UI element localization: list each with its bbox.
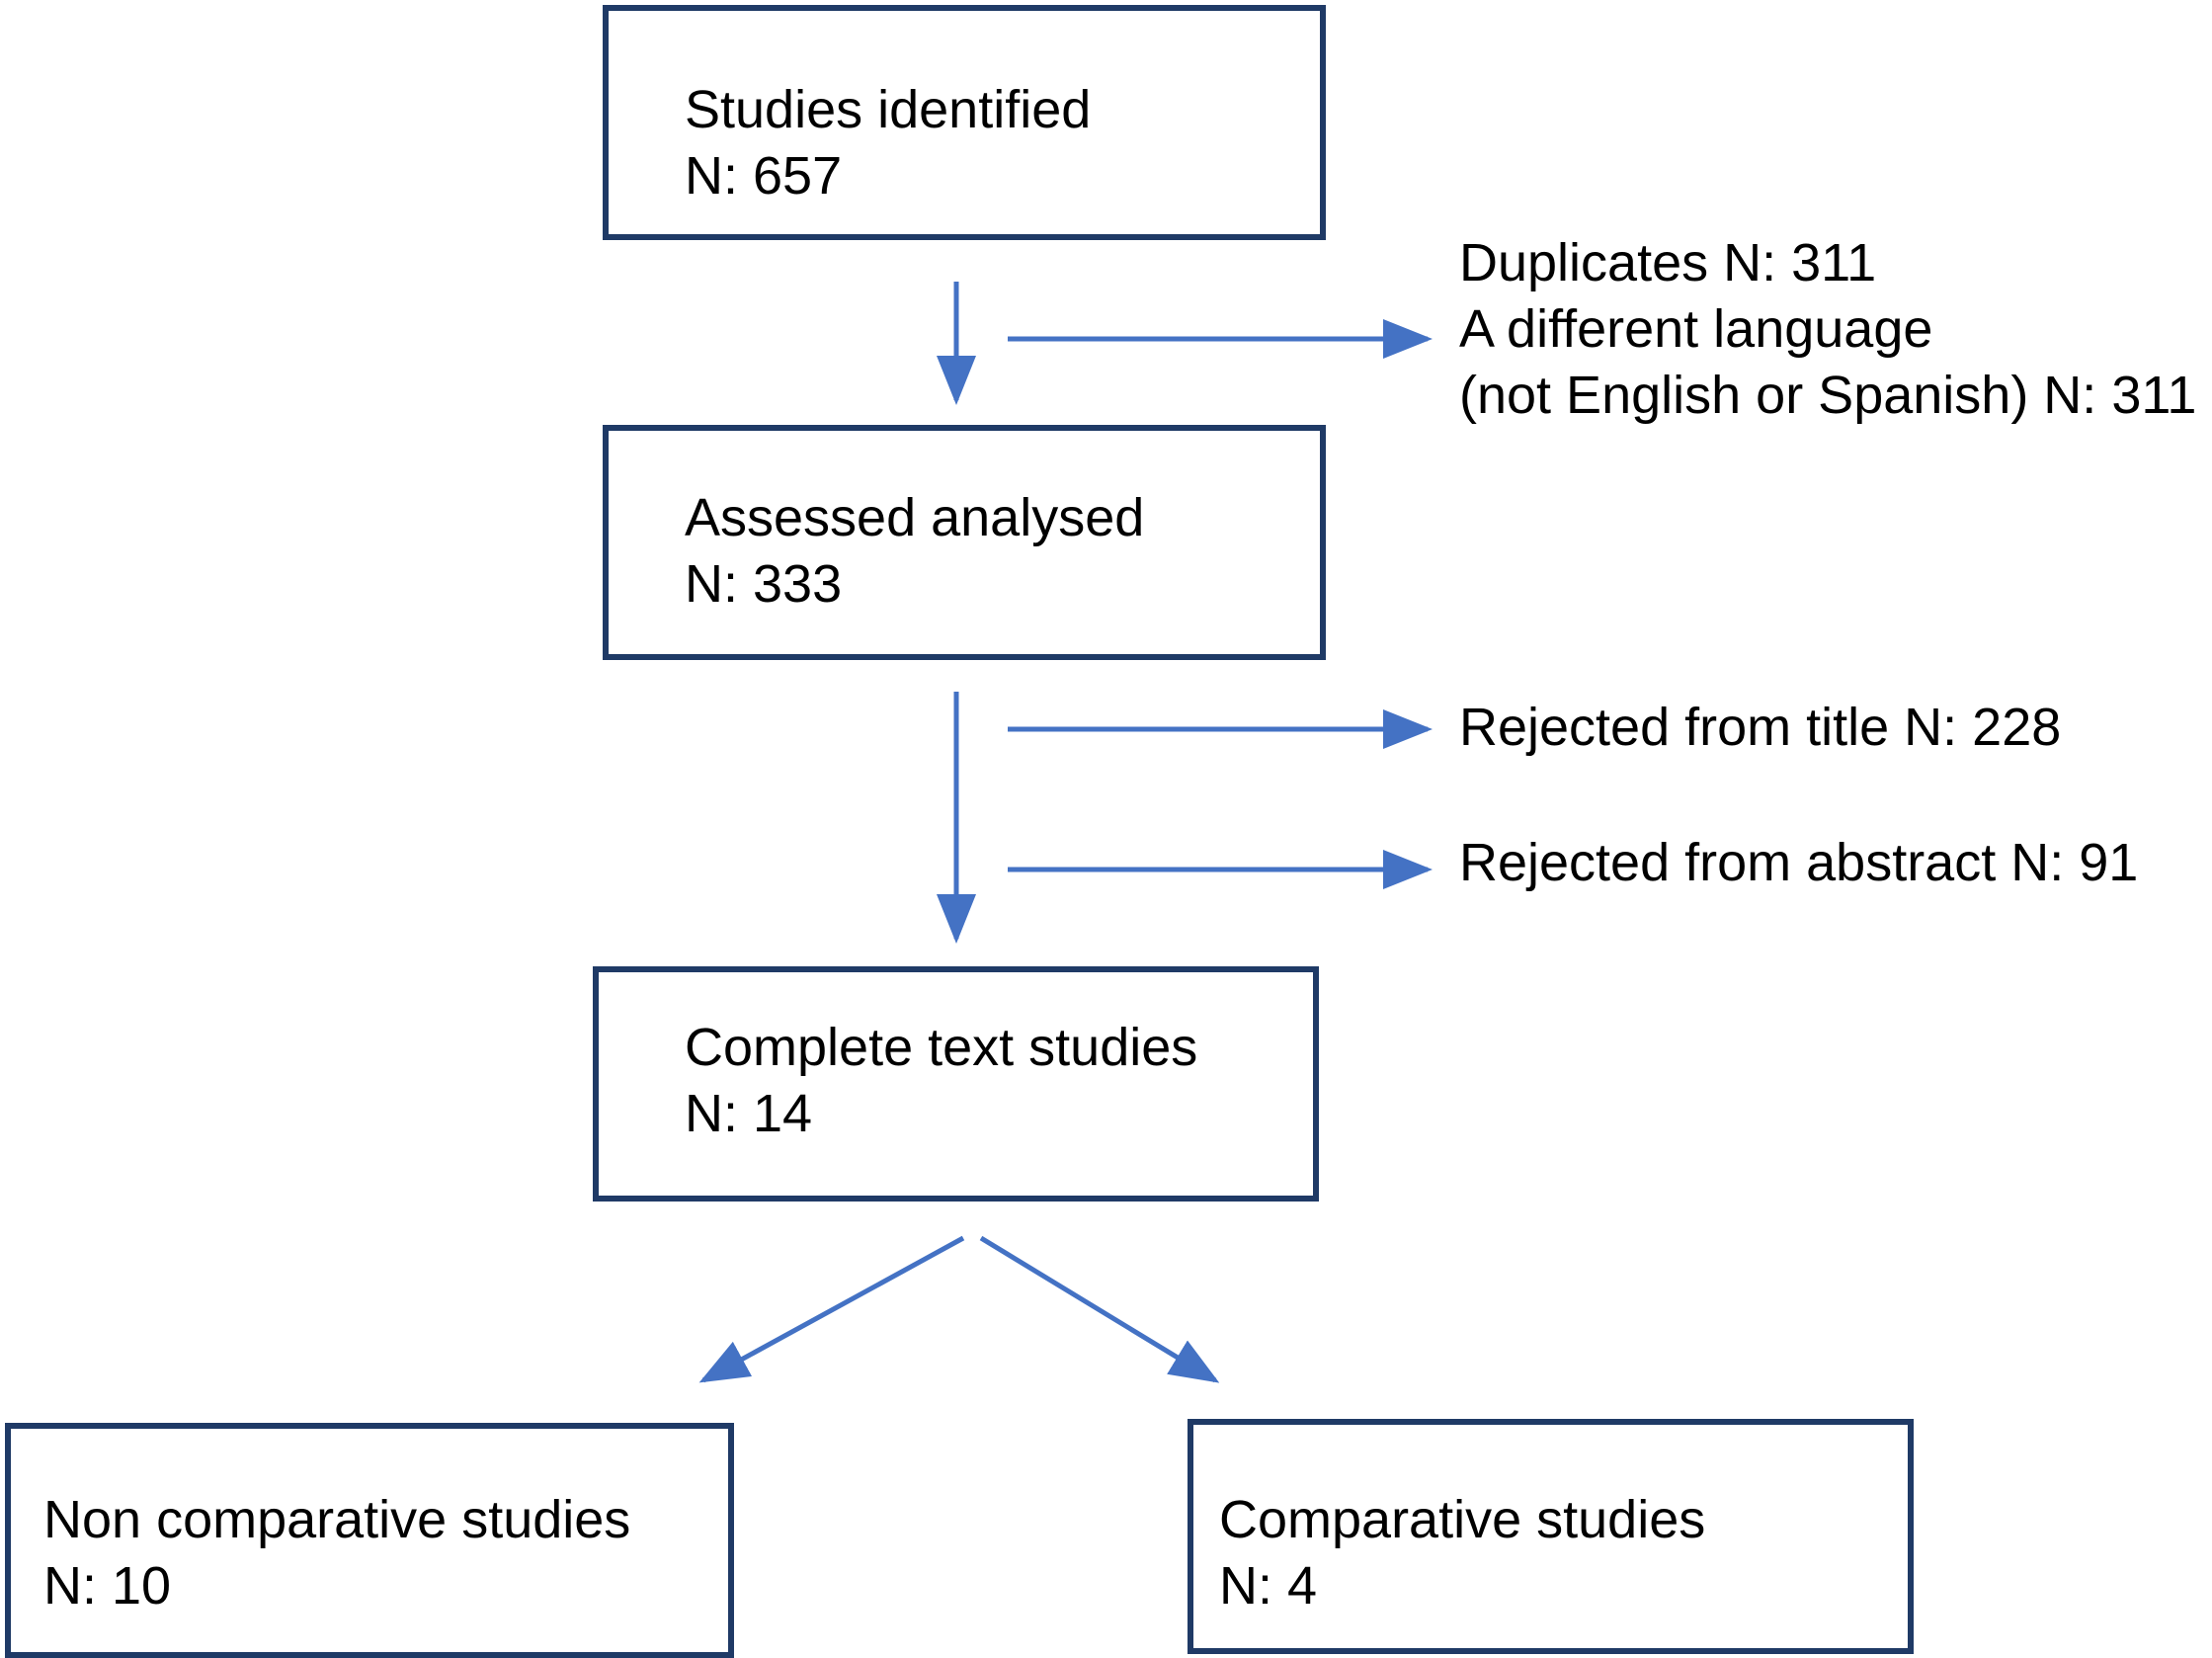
comparative-studies-count: N: 4	[1219, 1556, 1318, 1616]
complete-text-studies-count: N: 14	[685, 1084, 813, 1143]
box-complete-text-studies: Complete text studies N: 14	[593, 966, 1319, 1202]
exclusion-language-line1: A different language	[1459, 299, 1933, 359]
exclusion-rejected-abstract: Rejected from abstract N: 91	[1459, 833, 2139, 892]
box-assessed-analysed-text: Assessed analysed N: 333	[685, 485, 1144, 618]
studies-identified-title: Studies identified	[685, 80, 1092, 139]
complete-text-studies-title: Complete text studies	[685, 1018, 1198, 1077]
arrow-diag-right	[979, 1235, 1220, 1383]
assessed-analysed-count: N: 333	[685, 554, 843, 614]
arrow-diag-left	[698, 1235, 965, 1383]
comparative-studies-title: Comparative studies	[1219, 1490, 1706, 1549]
non-comparative-studies-count: N: 10	[43, 1556, 172, 1616]
box-comparative-studies: Comparative studies N: 4	[1188, 1419, 1914, 1654]
box-complete-text-studies-text: Complete text studies N: 14	[685, 1015, 1197, 1147]
box-non-comparative-studies-text: Non comparative studies N: 10	[43, 1487, 630, 1619]
box-comparative-studies-text: Comparative studies N: 4	[1219, 1487, 1705, 1619]
box-assessed-analysed: Assessed analysed N: 333	[603, 425, 1326, 660]
exclusion-duplicates-language: Duplicates N: 311 A different language (…	[1459, 230, 2196, 429]
exclusion-language-line2: (not English or Spanish) N: 311	[1459, 366, 2197, 425]
box-studies-identified-text: Studies identified N: 657	[685, 77, 1091, 209]
box-non-comparative-studies: Non comparative studies N: 10	[5, 1423, 734, 1658]
studies-identified-count: N: 657	[685, 146, 843, 206]
exclusion-rejected-title: Rejected from title N: 228	[1459, 698, 2062, 757]
exclusion-duplicates: Duplicates N: 311	[1459, 233, 1877, 292]
box-studies-identified: Studies identified N: 657	[603, 5, 1326, 240]
non-comparative-studies-title: Non comparative studies	[43, 1490, 631, 1549]
assessed-analysed-title: Assessed analysed	[685, 488, 1145, 547]
